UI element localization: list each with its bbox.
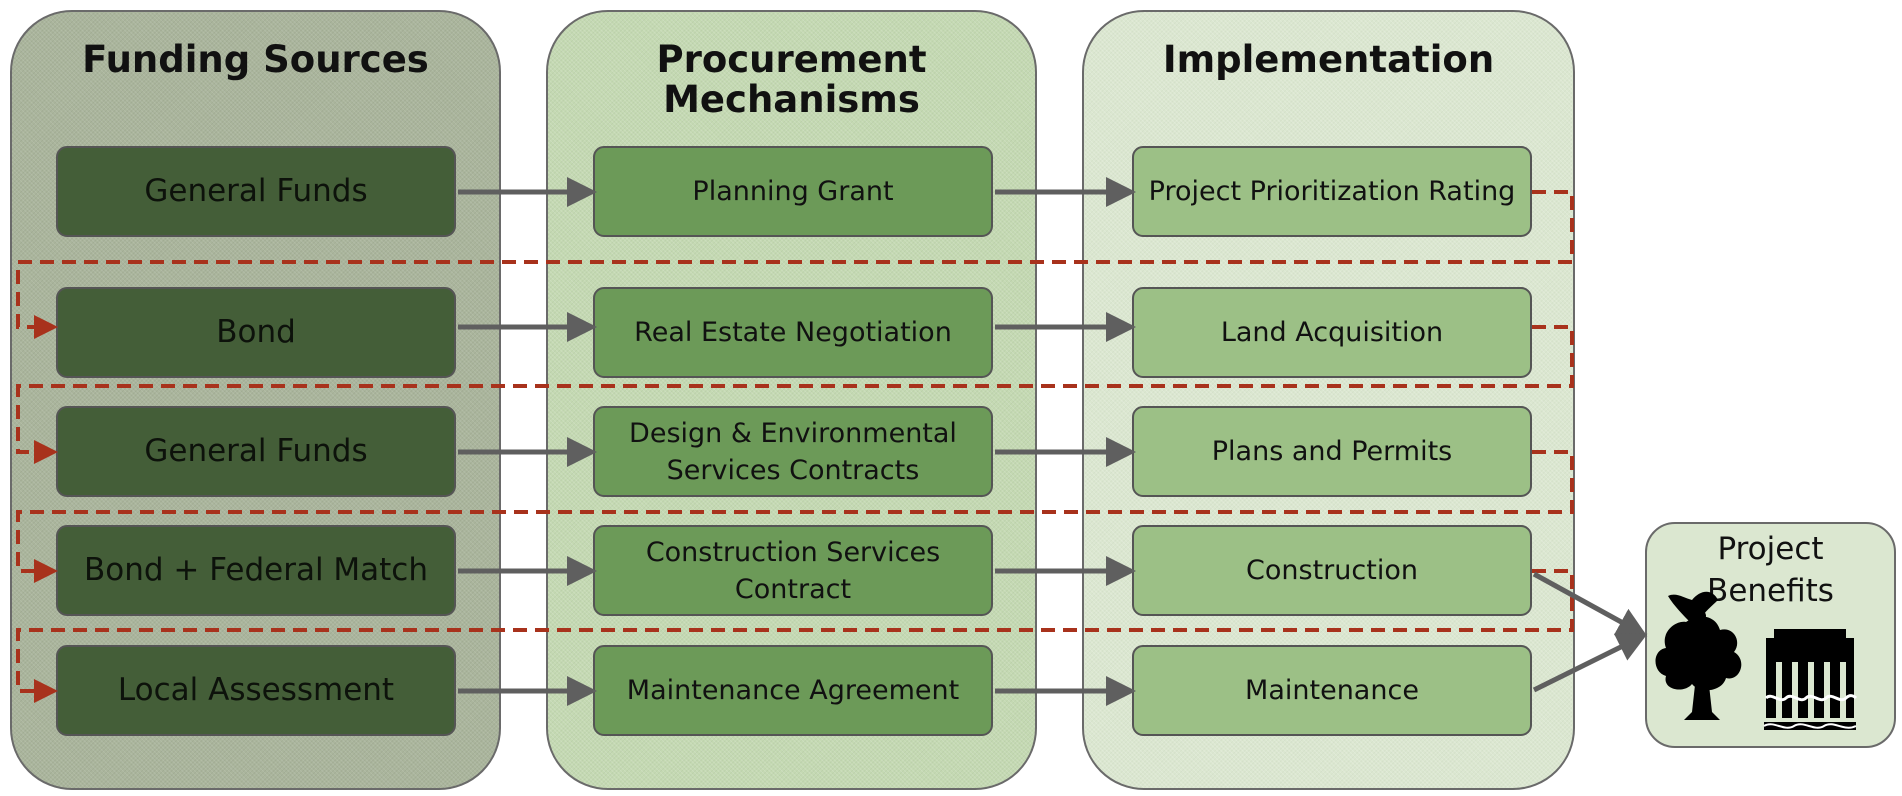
procurement-title-line1: Procurement bbox=[656, 38, 927, 81]
funding-label: Local Assessment bbox=[117, 672, 395, 708]
implementation-box-land-acquisition: Land Acquisition bbox=[1132, 287, 1532, 378]
procurement-box-design-contracts: Design & Environmental Services Contract… bbox=[593, 406, 993, 497]
procurement-label-line1: Construction Services bbox=[645, 536, 941, 568]
funding-box-general-funds: General Funds bbox=[56, 146, 456, 237]
dam-icon bbox=[1763, 629, 1858, 730]
benefits-line1: Project bbox=[1717, 531, 1824, 567]
feedback-row4-to-row5 bbox=[16, 569, 1574, 703]
funding-label: General Funds bbox=[144, 433, 368, 469]
procurement-label: Maintenance Agreement bbox=[626, 675, 960, 706]
procurement-label: Real Estate Negotiation bbox=[634, 317, 952, 348]
procurement-label-line2: Services Contracts bbox=[666, 454, 920, 486]
implementation-box-prioritization: Project Prioritization Rating bbox=[1132, 146, 1532, 237]
implementation-title: Implementation bbox=[1162, 38, 1495, 81]
to-benefits-arrows bbox=[1532, 571, 1648, 693]
procurement-label-line1: Design & Environmental bbox=[629, 417, 957, 449]
tree-icon bbox=[1655, 616, 1742, 720]
funding-label: Bond + Federal Match bbox=[84, 552, 428, 588]
implementation-label: Land Acquisition bbox=[1220, 317, 1444, 348]
procurement-to-implementation-arrows bbox=[995, 177, 1136, 706]
implementation-label: Maintenance bbox=[1245, 675, 1419, 706]
funding-label: Bond bbox=[216, 314, 296, 350]
procurement-box-real-estate: Real Estate Negotiation bbox=[593, 287, 993, 378]
funding-sources-title: Funding Sources bbox=[82, 38, 429, 81]
procurement-label: Construction Services Contract bbox=[646, 534, 940, 608]
arrow-maintenance-to-benefits bbox=[1532, 633, 1648, 693]
feedback-dashed-arrows bbox=[16, 190, 1574, 703]
funding-box-local-assessment: Local Assessment bbox=[56, 645, 456, 736]
implementation-box-construction: Construction bbox=[1132, 525, 1532, 616]
procurement-title-line2: Mechanisms bbox=[663, 78, 920, 121]
funding-label: General Funds bbox=[144, 173, 368, 209]
funding-box-general-funds-2: General Funds bbox=[56, 406, 456, 497]
procurement-box-planning-grant: Planning Grant bbox=[593, 146, 993, 237]
funding-box-bond: Bond bbox=[56, 287, 456, 378]
procurement-label-line2: Contract bbox=[734, 573, 852, 605]
benefits-line2: Benefits bbox=[1707, 573, 1834, 609]
implementation-label: Project Prioritization Rating bbox=[1148, 176, 1516, 207]
procurement-label: Planning Grant bbox=[692, 176, 894, 207]
procurement-mechanisms-title: Procurement Mechanisms bbox=[548, 40, 1035, 120]
implementation-box-maintenance: Maintenance bbox=[1132, 645, 1532, 736]
procurement-box-construction-contract: Construction Services Contract bbox=[593, 525, 993, 616]
procurement-box-maintenance-agreement: Maintenance Agreement bbox=[593, 645, 993, 736]
feedback-row1-to-row2 bbox=[16, 190, 1574, 339]
procurement-label: Design & Environmental Services Contract… bbox=[629, 415, 957, 489]
feedback-row3-to-row4 bbox=[16, 450, 1574, 583]
feedback-row2-to-row3 bbox=[16, 325, 1574, 464]
arrow-construction-to-benefits bbox=[1532, 571, 1648, 637]
implementation-label: Plans and Permits bbox=[1211, 436, 1453, 467]
implementation-label: Construction bbox=[1246, 555, 1418, 586]
funding-to-procurement-arrows bbox=[458, 177, 597, 706]
project-benefits-label: Project Benefits bbox=[1647, 528, 1894, 612]
implementation-box-plans-permits: Plans and Permits bbox=[1132, 406, 1532, 497]
